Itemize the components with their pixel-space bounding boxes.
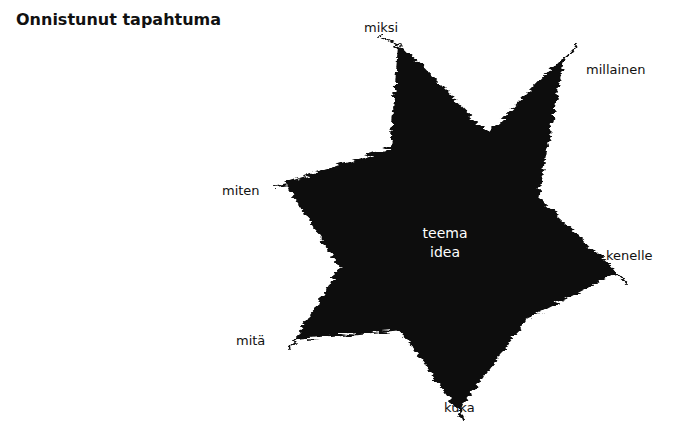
star-shape: teema idea [280,36,625,416]
question-word: kuka [444,400,475,415]
question-word: millainen [586,62,646,77]
question-word: miten [222,183,260,198]
theme-text: teema idea [417,224,473,262]
question-word: kenelle [606,248,653,263]
question-word: mitä [236,333,265,348]
question-word: miksi [364,20,398,35]
diagram-title: Onnistunut tapahtuma [16,10,221,29]
